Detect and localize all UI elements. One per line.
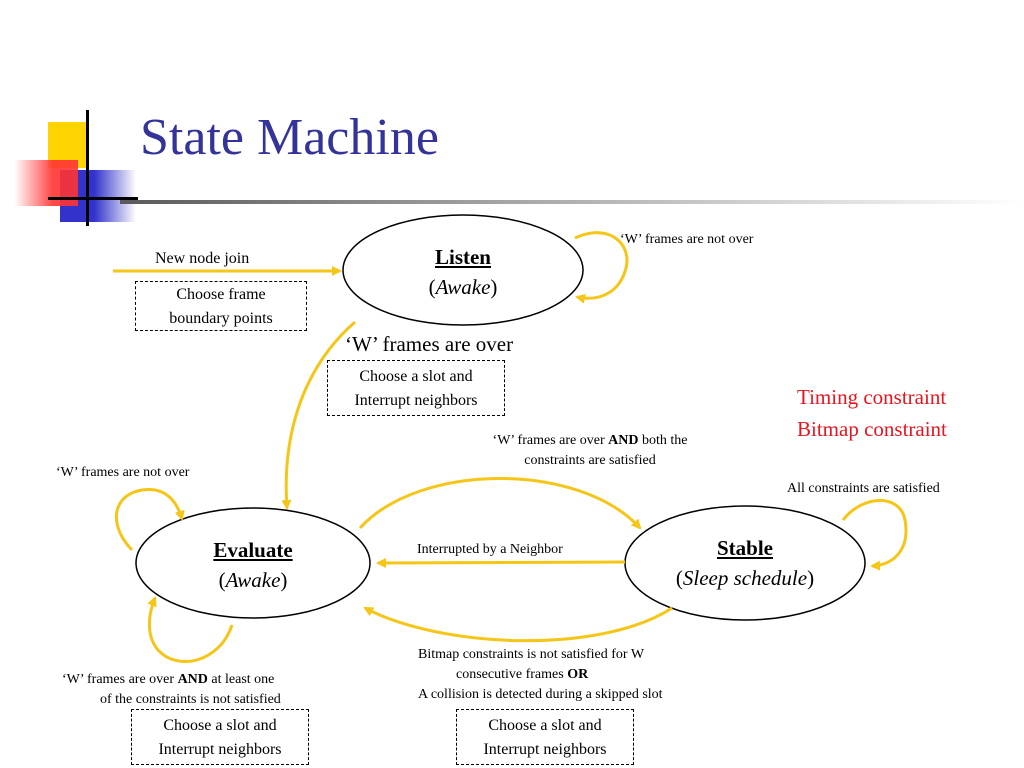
label-evaluate-fail-pre: ‘W’ frames are over	[62, 672, 178, 687]
action-box-choose-frame: Choose frame boundary points	[135, 281, 307, 331]
label-new-node-join: New node join	[155, 250, 250, 267]
label-interrupted-by-neighbor: Interrupted by a Neighbor	[417, 542, 563, 557]
label-evaluate-fail: ‘W’ frames are over AND at least one of …	[62, 670, 281, 710]
label-bitmap-or: OR	[567, 667, 589, 682]
label-evaluate-to-stable-post: both the	[638, 433, 688, 448]
label-evaluate-self-loop: ‘W’ frames are not over	[56, 465, 190, 480]
action-bitmap-line1: Choose a slot and	[488, 717, 602, 734]
label-evaluate-fail-and: AND	[177, 672, 208, 687]
arrow-evaluate-fail-loop	[147, 596, 234, 664]
arrow-evaluate-to-stable	[358, 477, 642, 530]
state-stable-sub-text: Sleep schedule	[682, 566, 808, 590]
title-rule	[120, 200, 1024, 204]
action-evaluate-fail-line1: Choose a slot and	[163, 717, 277, 734]
note-timing-constraint: Timing constraint	[797, 385, 947, 409]
action-choose-frame-line2: boundary points	[169, 310, 273, 327]
arrow-interrupted-by-neighbor	[376, 557, 626, 568]
label-w-frames-over: ‘W’ frames are over	[345, 332, 514, 356]
label-listen-self-loop: ‘W’ frames are not over	[620, 232, 754, 247]
state-evaluate-ellipse	[135, 507, 371, 619]
label-evaluate-fail-line2: of the constraints is not satisfied	[100, 692, 281, 707]
arrow-listen-self-loop	[574, 231, 629, 304]
action-box-evaluate-fail: Choose a slot and Interrupt neighbors	[131, 709, 309, 765]
arrow-listen-to-evaluate	[281, 320, 356, 510]
action-choose-frame-line1: Choose frame	[176, 286, 266, 303]
label-evaluate-to-stable-line1: ‘W’ frames are over AND both the	[440, 431, 740, 451]
state-stable: Stable (Sleep schedule)	[655, 533, 835, 593]
state-stable-name: Stable	[716, 536, 773, 560]
state-stable-sub: (Sleep schedule)	[675, 566, 815, 590]
action-listen-to-evaluate-line1: Choose a slot and	[359, 368, 473, 385]
arrow-stable-self-loop	[841, 499, 908, 571]
action-evaluate-fail-line2: Interrupt neighbors	[158, 741, 282, 758]
deco-vertical-line	[86, 110, 89, 226]
label-evaluate-fail-post: at least one	[207, 672, 275, 687]
action-box-bitmap: Choose a slot and Interrupt neighbors	[456, 709, 634, 765]
label-evaluate-to-stable-and: AND	[608, 433, 639, 448]
label-evaluate-fail-line1: ‘W’ frames are over AND at least one	[62, 670, 281, 690]
state-evaluate-sub-text: Awake	[225, 568, 281, 592]
state-listen-sub: (Awake)	[428, 275, 498, 299]
label-bitmap-line3: A collision is detected during a skipped…	[418, 687, 663, 702]
action-box-listen-to-evaluate: Choose a slot and Interrupt neighbors	[327, 360, 505, 416]
label-bitmap-line1: Bitmap constraints is not satisfied for …	[418, 647, 645, 662]
label-evaluate-to-stable: ‘W’ frames are over AND both the constra…	[440, 431, 740, 471]
action-listen-to-evaluate-line2: Interrupt neighbors	[354, 392, 478, 409]
state-evaluate-sub: (Awake)	[218, 568, 288, 592]
state-listen: Listen (Awake)	[403, 242, 523, 302]
label-stable-self-loop: All constraints are satisfied	[787, 481, 940, 496]
label-evaluate-to-stable-pre: ‘W’ frames are over	[492, 433, 609, 448]
arrow-bitmap-collision	[363, 606, 673, 643]
action-bitmap-line2: Interrupt neighbors	[483, 741, 607, 758]
slide-title: State Machine	[140, 109, 439, 166]
state-listen-sub-text: Awake	[435, 275, 491, 299]
note-bitmap-constraint: Bitmap constraint	[797, 417, 947, 441]
label-bitmap-collision: Bitmap constraints is not satisfied for …	[418, 645, 663, 705]
deco-horizontal-line	[48, 197, 138, 200]
state-evaluate-name: Evaluate	[213, 538, 293, 562]
state-listen-name: Listen	[434, 245, 491, 269]
label-bitmap-line2: consecutive frames OR	[418, 665, 663, 685]
state-listen-ellipse	[342, 214, 584, 326]
label-evaluate-to-stable-line2: constraints are satisfied	[524, 453, 656, 468]
label-bitmap-line2-pre: consecutive frames	[456, 667, 568, 682]
arrow-evaluate-self-loop	[115, 488, 185, 552]
state-evaluate: Evaluate (Awake)	[183, 535, 323, 595]
